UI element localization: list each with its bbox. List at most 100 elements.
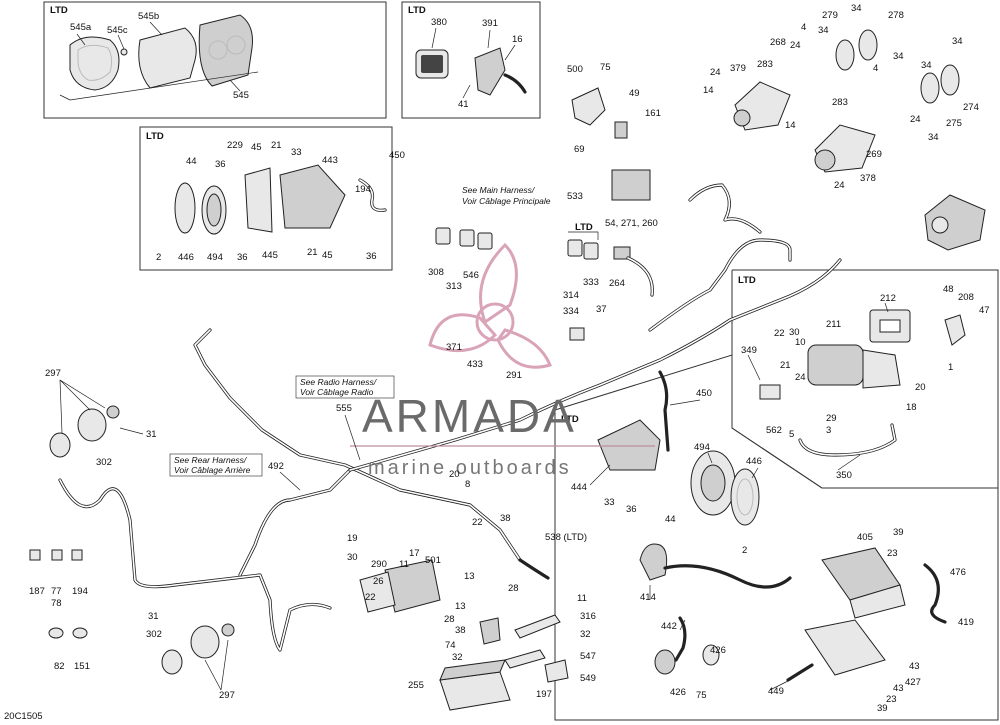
svg-text:378: 378 bbox=[860, 173, 876, 184]
svg-text:419: 419 bbox=[958, 617, 974, 628]
svg-text:500: 500 bbox=[567, 64, 583, 75]
svg-text:LTD: LTD bbox=[408, 5, 426, 16]
svg-text:34: 34 bbox=[921, 60, 932, 71]
svg-text:33: 33 bbox=[604, 497, 615, 508]
svg-text:13: 13 bbox=[464, 571, 475, 582]
svg-text:545b: 545b bbox=[138, 11, 159, 22]
svg-text:8: 8 bbox=[465, 479, 470, 490]
svg-text:marine outboards: marine outboards bbox=[368, 457, 572, 479]
fuse-block-290 bbox=[359, 559, 441, 613]
svg-text:36: 36 bbox=[237, 252, 248, 263]
svg-text:269: 269 bbox=[866, 149, 882, 160]
svg-text:See Main Harness/: See Main Harness/ bbox=[462, 185, 536, 195]
svg-text:20: 20 bbox=[449, 469, 460, 480]
svg-text:41: 41 bbox=[458, 99, 469, 110]
fuse-box-533 bbox=[611, 169, 651, 201]
svg-text:562: 562 bbox=[766, 425, 782, 436]
svg-text:44: 44 bbox=[665, 514, 676, 525]
svg-text:49: 49 bbox=[629, 88, 640, 99]
svg-text:10: 10 bbox=[795, 337, 806, 348]
switches-314-333 bbox=[567, 239, 599, 260]
battery-255 bbox=[439, 659, 511, 711]
svg-text:314: 314 bbox=[563, 290, 579, 301]
svg-text:54, 271, 260: 54, 271, 260 bbox=[605, 218, 658, 229]
svg-text:308: 308 bbox=[428, 267, 444, 278]
svg-text:313: 313 bbox=[446, 281, 462, 292]
gauge-lens-545b bbox=[138, 27, 197, 89]
ltd-bracket-switches: LTD bbox=[568, 222, 599, 240]
svg-text:2: 2 bbox=[156, 252, 161, 263]
gauge-cluster-545 bbox=[198, 14, 253, 87]
svg-text:24: 24 bbox=[710, 67, 721, 78]
svg-text:494: 494 bbox=[207, 252, 223, 263]
svg-text:75: 75 bbox=[696, 690, 707, 701]
svg-text:274: 274 bbox=[963, 102, 979, 113]
strap-449 bbox=[786, 663, 814, 682]
svg-text:302: 302 bbox=[96, 457, 112, 468]
svg-text:333: 333 bbox=[583, 277, 599, 288]
note-rear-harness: See Rear Harness/ Voir Câblage Arrière bbox=[169, 453, 263, 477]
svg-text:547: 547 bbox=[580, 651, 596, 662]
svg-text:501: 501 bbox=[425, 555, 441, 566]
svg-text:48: 48 bbox=[943, 284, 954, 295]
svg-text:427: 427 bbox=[905, 677, 921, 688]
svg-text:442: 442 bbox=[661, 621, 677, 632]
part-labels: 545a 545c 545b 545 380 391 16 41 500 75 … bbox=[29, 3, 990, 714]
svg-text:549: 549 bbox=[580, 673, 596, 684]
svg-text:194: 194 bbox=[72, 586, 88, 597]
svg-text:21: 21 bbox=[307, 247, 318, 258]
svg-text:47: 47 bbox=[979, 305, 990, 316]
note-main-harness: See Main Harness/ Voir Câblage Principal… bbox=[462, 185, 551, 206]
svg-text:283: 283 bbox=[832, 97, 848, 108]
clips-187-77-194 bbox=[29, 549, 88, 639]
gps-mount-391 bbox=[474, 47, 527, 96]
svg-text:290: 290 bbox=[371, 559, 387, 570]
svg-text:445: 445 bbox=[262, 250, 278, 261]
usb-outlet-426 bbox=[654, 616, 720, 675]
svg-text:444: 444 bbox=[571, 482, 587, 493]
svg-text:22: 22 bbox=[365, 592, 376, 603]
ltd-box-audio: LTD bbox=[554, 354, 999, 721]
svg-text:302: 302 bbox=[146, 629, 162, 640]
speaker-grill-446 bbox=[730, 468, 760, 526]
svg-text:24: 24 bbox=[795, 372, 806, 383]
svg-text:11: 11 bbox=[399, 559, 409, 570]
svg-text:21: 21 bbox=[780, 360, 791, 371]
rear-harness-492 bbox=[58, 478, 332, 652]
svg-text:371: 371 bbox=[446, 342, 462, 353]
svg-text:545a: 545a bbox=[70, 22, 92, 33]
amplifier-405 bbox=[821, 547, 906, 619]
svg-text:350: 350 bbox=[836, 470, 852, 481]
svg-text:30: 30 bbox=[347, 552, 358, 563]
svg-text:433: 433 bbox=[467, 359, 483, 370]
screw-545c bbox=[120, 48, 128, 56]
svg-text:LTD: LTD bbox=[50, 5, 68, 16]
svg-text:69: 69 bbox=[574, 144, 585, 155]
switches-308-313-546 bbox=[435, 227, 493, 250]
svg-text:450: 450 bbox=[389, 150, 405, 161]
svg-text:39: 39 bbox=[893, 527, 904, 538]
svg-text:268: 268 bbox=[770, 37, 786, 48]
svg-text:18: 18 bbox=[906, 402, 917, 413]
svg-text:39: 39 bbox=[877, 703, 888, 714]
svg-text:21: 21 bbox=[271, 140, 282, 151]
svg-text:546: 546 bbox=[463, 270, 479, 281]
svg-text:349: 349 bbox=[741, 345, 757, 356]
svg-text:533: 533 bbox=[567, 191, 583, 202]
svg-text:34: 34 bbox=[928, 132, 939, 143]
svg-text:29: 29 bbox=[826, 413, 837, 424]
svg-text:43: 43 bbox=[909, 661, 920, 672]
antenna-414 bbox=[639, 543, 792, 589]
svg-text:11: 11 bbox=[577, 593, 587, 604]
relay-161 bbox=[614, 121, 628, 139]
svg-text:14: 14 bbox=[785, 120, 796, 131]
svg-text:449: 449 bbox=[768, 686, 784, 697]
svg-text:34: 34 bbox=[851, 3, 862, 14]
svg-text:275: 275 bbox=[946, 118, 962, 129]
svg-text:28: 28 bbox=[508, 583, 519, 594]
propeller-logo bbox=[428, 242, 553, 369]
svg-text:31: 31 bbox=[146, 429, 157, 440]
svg-text:Voir Câblage Arrière: Voir Câblage Arrière bbox=[174, 465, 251, 475]
svg-text:197: 197 bbox=[536, 689, 552, 700]
svg-text:34: 34 bbox=[893, 51, 904, 62]
